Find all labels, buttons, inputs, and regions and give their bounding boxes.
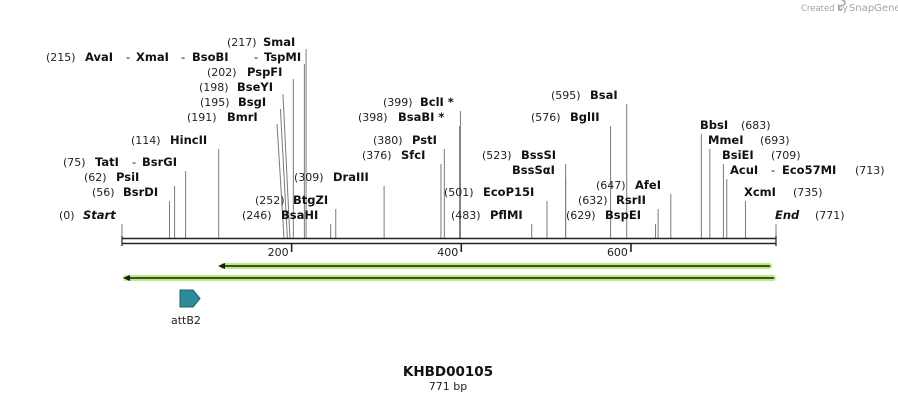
site-leader-bmri bbox=[276, 123, 285, 239]
site-separator: - bbox=[771, 163, 775, 177]
site-ecop15i[interactable]: EcoP15I bbox=[483, 185, 534, 199]
site-tati[interactable]: TatI bbox=[95, 155, 119, 169]
site-mmei[interactable]: MmeI bbox=[708, 133, 744, 147]
site-draiii[interactable]: DraIII bbox=[333, 170, 369, 184]
site-bsabi[interactable]: BsaBI * bbox=[398, 110, 444, 124]
site-bsahi[interactable]: BsaHI bbox=[281, 208, 318, 222]
site-bsssi[interactable]: BssSI bbox=[521, 148, 556, 162]
feature-attb2[interactable]: attB2 bbox=[171, 289, 201, 327]
site-bsai[interactable]: BsaI bbox=[590, 88, 618, 102]
site-position: (709) bbox=[771, 149, 801, 162]
site-start[interactable]: Start bbox=[83, 208, 116, 222]
site-psii[interactable]: PsiI bbox=[116, 170, 139, 184]
site-position: (114) bbox=[131, 134, 161, 147]
site-position: (735) bbox=[793, 186, 823, 199]
site-end[interactable]: End bbox=[775, 208, 800, 222]
site-psti[interactable]: PstI bbox=[412, 133, 437, 147]
site-xcmi[interactable]: XcmI bbox=[744, 185, 776, 199]
site-position: (195) bbox=[200, 96, 230, 109]
site-bbsi[interactable]: BbsI bbox=[700, 118, 728, 132]
site-position: (647) bbox=[596, 179, 626, 192]
ruler-ticks: 200 400 600 bbox=[268, 243, 632, 259]
site-leader-bsgi bbox=[279, 108, 288, 239]
site-position: (198) bbox=[199, 81, 229, 94]
site-position: (693) bbox=[760, 134, 790, 147]
site-rsrii[interactable]: RsrII bbox=[616, 193, 646, 207]
ruler-tick-label: 200 bbox=[268, 246, 289, 259]
site-separator: - bbox=[126, 50, 130, 64]
site-position: (309) bbox=[294, 171, 324, 184]
site-position: (252) bbox=[255, 194, 285, 207]
site-btgzi[interactable]: BtgZI bbox=[293, 193, 328, 207]
site-position: (376) bbox=[362, 149, 392, 162]
brand-text[interactable]: SnapGene bbox=[849, 3, 898, 14]
site-position: (380) bbox=[373, 134, 403, 147]
site-separator: - bbox=[132, 155, 136, 169]
site-afei[interactable]: AfeI bbox=[635, 178, 661, 192]
site-leaders bbox=[121, 49, 777, 239]
ruler-tick-label: 600 bbox=[607, 246, 628, 259]
site-sfci[interactable]: SfcI bbox=[401, 148, 425, 162]
site-bspei[interactable]: BspEI bbox=[605, 208, 641, 222]
site-position: (56) bbox=[92, 186, 115, 199]
feature-label: attB2 bbox=[171, 314, 201, 327]
site-eco57mi[interactable]: Eco57MI bbox=[782, 163, 836, 177]
site-position: (629) bbox=[566, 209, 596, 222]
site-position: (202) bbox=[207, 66, 237, 79]
site-position: (595) bbox=[551, 89, 581, 102]
site-bcli[interactable]: BclI * bbox=[420, 95, 454, 109]
site-leader-bseyi bbox=[282, 93, 291, 239]
site-xmai[interactable]: XmaI bbox=[136, 50, 169, 64]
site-bsgi[interactable]: BsgI bbox=[238, 95, 266, 109]
ruler-tick-label: 400 bbox=[437, 246, 458, 259]
site-position: (0) bbox=[59, 209, 75, 222]
site-position: (62) bbox=[84, 171, 107, 184]
map-length: 771 bp bbox=[429, 380, 467, 393]
site-position: (632) bbox=[578, 194, 608, 207]
orf-arrow-reverse[interactable] bbox=[123, 275, 776, 281]
site-position: (771) bbox=[815, 209, 845, 222]
site-labels: (217)SmaI(215)AvaI-XmaI-BsoBI-TspMI(202)… bbox=[46, 35, 885, 222]
site-pflmi[interactable]: PflMI bbox=[490, 208, 523, 222]
site-position: (713) bbox=[855, 164, 885, 177]
sequence-backbone bbox=[121, 236, 777, 246]
site-hincii[interactable]: HincII bbox=[170, 133, 207, 147]
site-bglii[interactable]: BglII bbox=[570, 110, 600, 124]
site-tspmi[interactable]: TspMI bbox=[264, 50, 301, 64]
site-bseyi[interactable]: BseYI bbox=[237, 80, 273, 94]
site-pspfi[interactable]: PspFI bbox=[247, 65, 282, 79]
site-position: (399) bbox=[383, 96, 413, 109]
site-bmri[interactable]: BmrI bbox=[227, 110, 258, 124]
site-bsrgi[interactable]: BsrGI bbox=[142, 155, 177, 169]
site-bsrdi[interactable]: BsrDI bbox=[123, 185, 158, 199]
site-position: (246) bbox=[242, 209, 272, 222]
site-position: (483) bbox=[451, 209, 481, 222]
site-position: (191) bbox=[187, 111, 217, 124]
site-position: (398) bbox=[358, 111, 388, 124]
site-position: (217) bbox=[227, 36, 257, 49]
orf-arrow-forward[interactable] bbox=[218, 263, 772, 269]
site-position: (576) bbox=[531, 111, 561, 124]
site-bsss-i[interactable]: BssSαI bbox=[512, 163, 555, 177]
snapgene-logo-icon bbox=[838, 0, 846, 11]
site-position: (523) bbox=[482, 149, 512, 162]
map-title: KHBD00105 bbox=[403, 364, 493, 380]
site-separator: - bbox=[181, 50, 185, 64]
site-bsobi[interactable]: BsoBI bbox=[192, 50, 229, 64]
site-separator: - bbox=[254, 50, 258, 64]
site-avai[interactable]: AvaI bbox=[85, 50, 113, 64]
site-smai[interactable]: SmaI bbox=[263, 35, 295, 49]
site-position: (75) bbox=[63, 156, 86, 169]
site-position: (683) bbox=[741, 119, 771, 132]
site-bsiei[interactable]: BsiEI bbox=[722, 148, 754, 162]
credit-text: Created by bbox=[801, 4, 848, 14]
site-acui[interactable]: AcuI bbox=[730, 163, 758, 177]
site-position: (215) bbox=[46, 51, 76, 64]
site-position: (501) bbox=[444, 186, 474, 199]
